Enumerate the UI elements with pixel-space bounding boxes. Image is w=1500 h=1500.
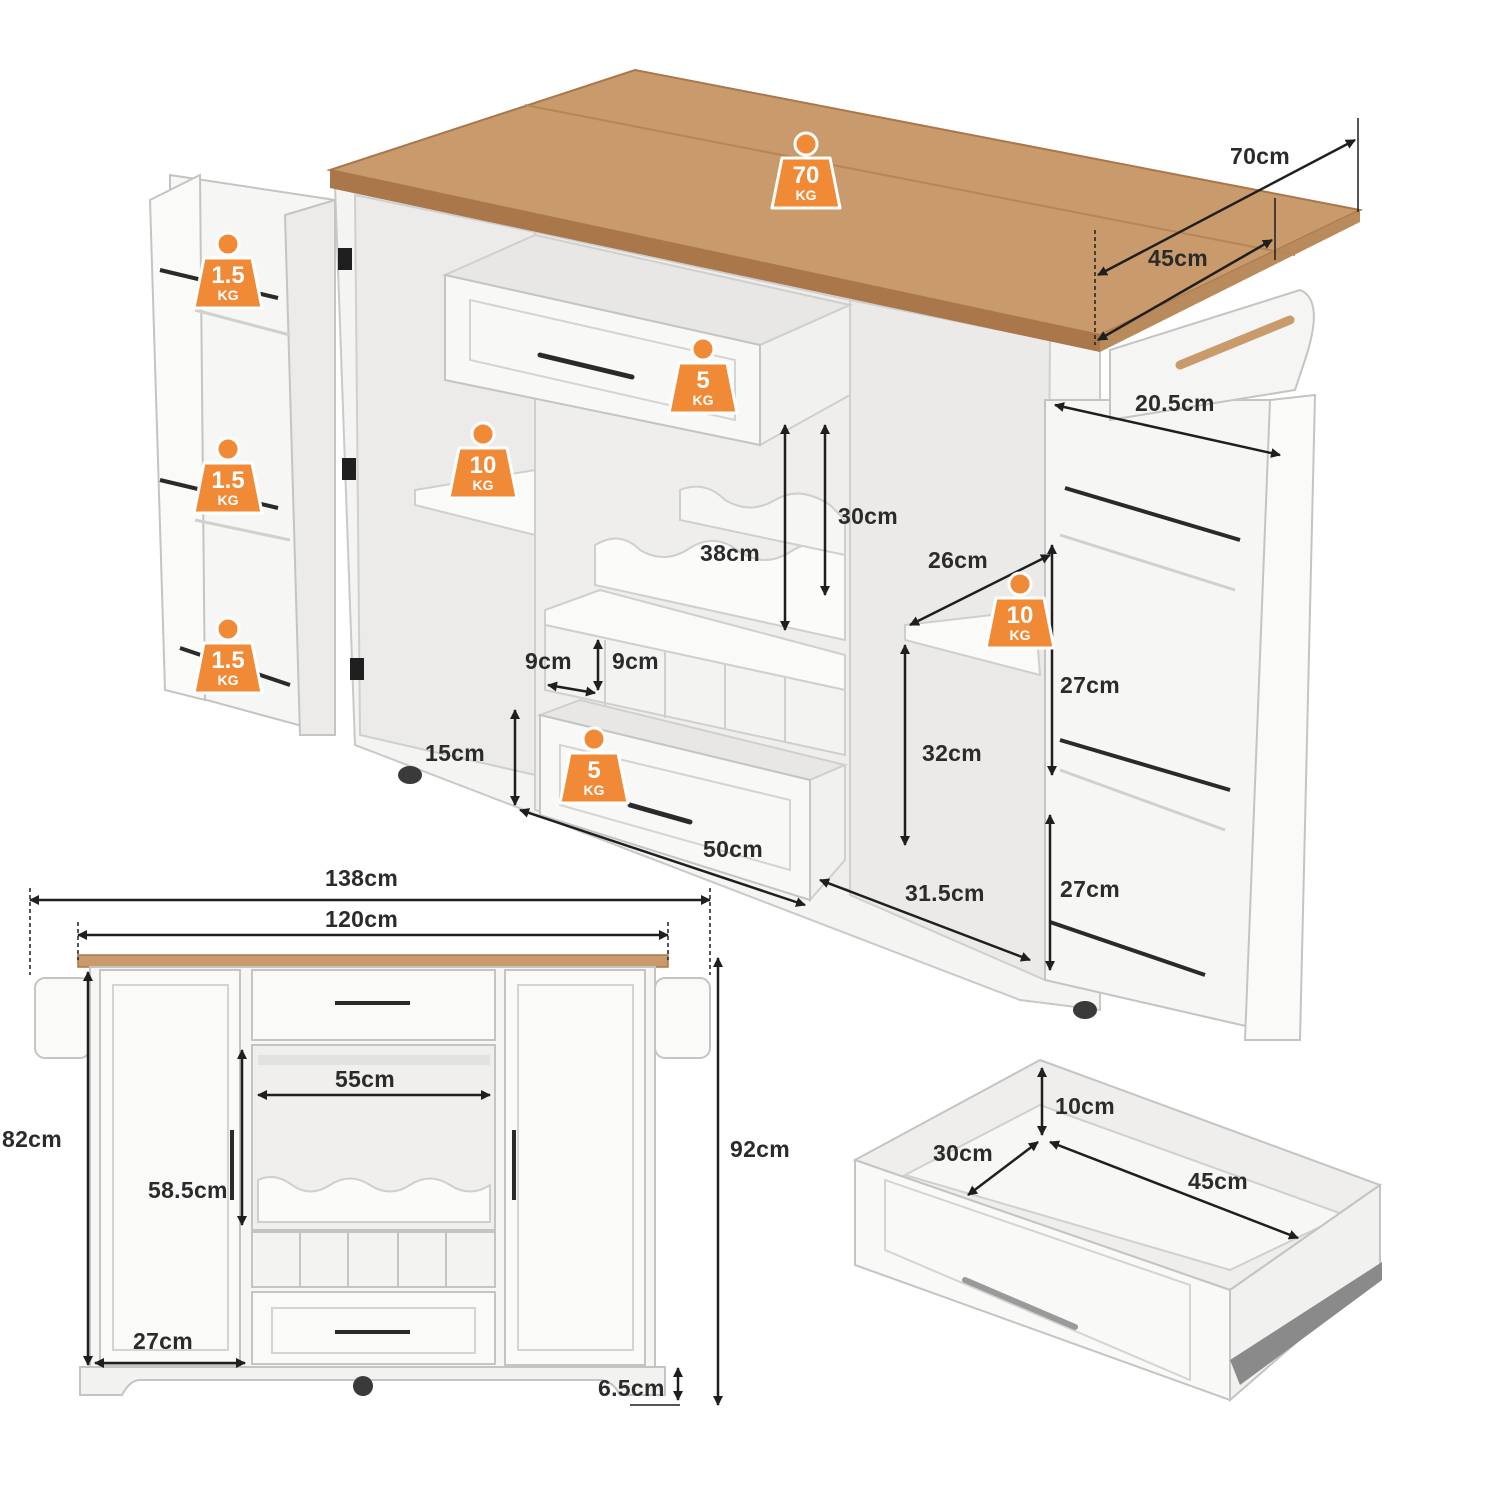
dim-cubby-height: 9cm	[612, 648, 659, 674]
weight-badge-shelf-left: 10 KG	[445, 420, 521, 502]
weight-badge-top: 70 KG	[768, 130, 844, 212]
weight-unit: KG	[217, 672, 239, 688]
dim-wine-rack-height: 38cm	[700, 540, 761, 566]
right-towel-panel	[654, 977, 711, 1059]
dim-door-height: 58.5cm	[148, 1177, 228, 1203]
weight-icon	[984, 571, 1056, 650]
weight-badge-spice-1: 1.5 KG	[190, 230, 266, 312]
wheel	[1073, 1001, 1097, 1019]
weight-badge-drawer-bottom: 5 KG	[556, 725, 632, 807]
dim-drawer-detail-width: 45cm	[1188, 1168, 1249, 1194]
weight-icon	[770, 131, 842, 210]
dim-cabinet-shelf-height: 32cm	[922, 740, 983, 766]
wheel	[398, 766, 422, 784]
weight-value: 5	[587, 757, 601, 784]
dim-total-height: 92cm	[730, 1136, 791, 1162]
left-door	[99, 969, 241, 1366]
dim-body-width: 120cm	[325, 906, 399, 932]
dim-drawer-detail-height: 10cm	[1055, 1093, 1116, 1119]
dim-inner-wine-width: 55cm	[335, 1066, 396, 1092]
bottle-cubbies	[544, 623, 846, 757]
countertop-edge	[330, 170, 1100, 352]
weight-value: 10	[1006, 602, 1034, 629]
left-door-spice-rack	[148, 173, 364, 737]
weight-unit: KG	[1009, 627, 1031, 643]
dim-drawer-opening-height: 30cm	[838, 503, 899, 529]
dim-drawer-detail-depth: 30cm	[933, 1140, 994, 1166]
dim-door-width: 27cm	[133, 1328, 194, 1354]
weight-badge-spice-2: 1.5 KG	[190, 435, 266, 517]
drawer-detail-front	[854, 1158, 1231, 1402]
weight-value: 5	[696, 367, 710, 394]
weight-unit: KG	[217, 287, 239, 303]
front-base	[79, 1366, 666, 1396]
weight-icon	[558, 726, 630, 805]
front-wine-rack	[257, 1175, 491, 1223]
weight-icon	[447, 421, 519, 500]
front-cubbies	[251, 1231, 496, 1288]
weight-value: 1.5	[211, 467, 245, 494]
dim-body-height: 82cm	[2, 1126, 63, 1152]
dim-leg-height: 6.5cm	[598, 1375, 665, 1401]
weight-icon	[192, 231, 264, 310]
right-door-spice-rack	[1044, 393, 1317, 1041]
weight-value: 70	[792, 162, 820, 189]
weight-value: 10	[469, 452, 497, 479]
dim-drawer-width: 50cm	[703, 836, 764, 862]
front-view	[29, 888, 723, 1406]
weight-badge-spice-3: 1.5 KG	[190, 615, 266, 697]
weight-unit: KG	[692, 392, 714, 408]
dim-rack-shelf-height-2: 27cm	[1060, 876, 1121, 902]
dim-total-width: 138cm	[325, 865, 399, 891]
weight-value: 1.5	[211, 647, 245, 674]
front-wheel	[353, 1376, 373, 1396]
top-drawer-handle	[537, 352, 635, 380]
dim-depth-body: 45cm	[1148, 245, 1209, 271]
dim-shelf-depth: 26cm	[928, 547, 989, 573]
left-towel-panel	[34, 977, 91, 1059]
dim-depth-extended: 70cm	[1230, 143, 1291, 169]
weight-badge-shelf-right: 10 KG	[982, 570, 1058, 652]
weight-unit: KG	[217, 492, 239, 508]
weight-unit: KG	[583, 782, 605, 798]
weight-unit: KG	[795, 187, 817, 203]
weight-icon	[192, 616, 264, 695]
weight-icon	[667, 336, 739, 415]
drawer-detail-handle	[962, 1277, 1078, 1330]
drawer-detail	[852, 1058, 1383, 1403]
weight-value: 1.5	[211, 262, 245, 289]
weight-badge-drawer-top: 5 KG	[665, 335, 741, 417]
weight-icon	[192, 436, 264, 515]
dim-cubby-width: 9cm	[525, 648, 572, 674]
dim-spice-rack-width: 20.5cm	[1135, 390, 1215, 416]
dim-cabinet-depth: 31.5cm	[905, 880, 985, 906]
dim-rack-shelf-height-1: 27cm	[1060, 672, 1121, 698]
wine-shelf	[544, 588, 846, 692]
weight-unit: KG	[472, 477, 494, 493]
drawer-slide	[1230, 1262, 1382, 1385]
perspective-view	[148, 68, 1364, 1041]
front-countertop	[77, 954, 669, 968]
right-door	[504, 969, 646, 1366]
dim-bottom-clearance: 15cm	[425, 740, 486, 766]
